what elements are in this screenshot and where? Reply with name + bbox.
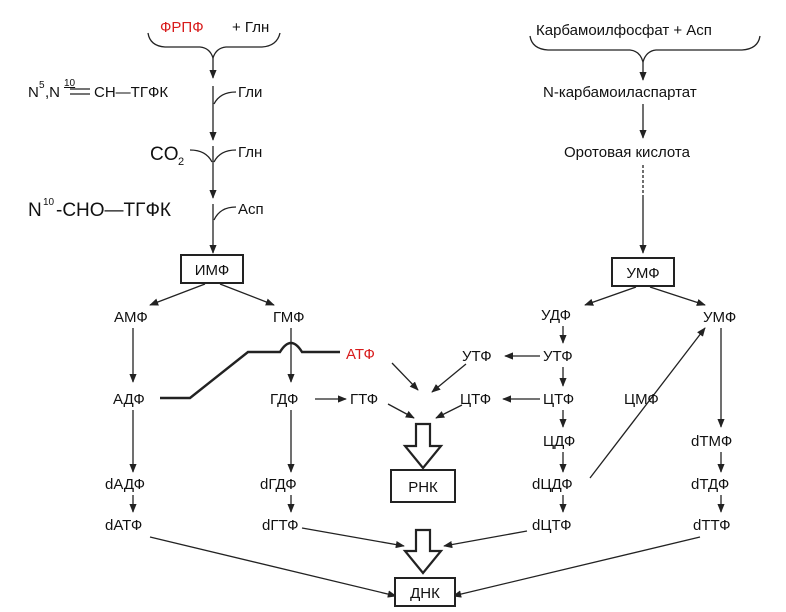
gtf-to-rnk-arrow (387, 403, 415, 419)
umf-box (611, 257, 675, 287)
cho-tgfk-label: -CHO—ТГФК (56, 200, 171, 221)
orotic-acid-label: Оротовая кислота (564, 144, 691, 161)
dnk-label: ДНК (410, 585, 440, 602)
dttf-to-dnk-arrow (452, 536, 701, 598)
udf-label: УДФ (541, 307, 571, 324)
carbamoyl-brace (529, 35, 761, 65)
gln2-merge (213, 149, 237, 163)
ctf-label: ЦТФ (543, 391, 574, 408)
frpf-label: ФРПФ (160, 19, 204, 36)
utf-left-to-rnk-arrow (431, 363, 467, 393)
asp-label: Асп (238, 201, 264, 218)
atf-label: АТФ (346, 346, 375, 363)
rnk-big-arrow (402, 422, 444, 470)
ctf-left-label: ЦТФ (460, 391, 491, 408)
imf-to-gmf-arrow (219, 283, 275, 306)
dgtf-label: dГТФ (262, 517, 299, 534)
cmf-label: ЦМФ (624, 391, 659, 408)
atf-to-rnk-arrow (391, 362, 419, 391)
dcdf-to-umf-right-arrow (589, 327, 706, 479)
imf-box (180, 254, 244, 284)
ch-tgfk-label: CH—ТГФК (94, 84, 168, 101)
co2-label: CO (150, 144, 179, 165)
dnk-box (394, 577, 456, 607)
co2-merge (189, 149, 213, 163)
rnk-box (390, 469, 456, 503)
dttf-label: dТТФ (693, 517, 731, 534)
plus-gln-label: + Глн (232, 19, 269, 36)
gly-merge (213, 91, 237, 105)
frpf-brace (147, 32, 281, 61)
asp-merge (213, 206, 237, 221)
dtdf-label: dТДФ (691, 476, 729, 493)
ncarbamoyl-aspartate-label: N-карбамоиласпартат (543, 84, 697, 101)
co2-subscript: 2 (178, 156, 184, 168)
gtf-label: ГТФ (350, 391, 378, 408)
imf-label: ИМФ (195, 262, 230, 279)
dctf-to-dnk-arrow (443, 530, 528, 549)
dnk-big-arrow (402, 528, 444, 575)
n10-letter: N (28, 200, 42, 221)
n5n10-methenyl-thf: N 5 ,N 10 CH—ТГФК (28, 78, 168, 101)
adf-label: АДФ (113, 391, 145, 408)
carbamoyl-phosphate-label: Карбамоилфосфат + Асп (536, 22, 712, 39)
utf-left-label: УТФ (462, 348, 492, 365)
umf-to-udf-arrow (584, 286, 637, 306)
amf-label: АМФ (114, 309, 148, 326)
dtmf-label: dТМФ (691, 433, 732, 450)
comma-n: ,N (45, 84, 60, 101)
umf-right-label: УМФ (703, 309, 736, 326)
umf-to-umf-right-arrow (649, 286, 706, 306)
cdf-label: ЦДФ (543, 433, 575, 450)
rnk-label: РНК (408, 479, 438, 496)
umf-box-label: УМФ (626, 265, 659, 282)
dcdf-label: dЦДФ (532, 476, 573, 493)
datf-to-dnk-arrow (149, 536, 397, 598)
ctf-left-to-rnk-arrow (435, 404, 463, 419)
n5-letter: N (28, 84, 39, 101)
dgdf-label: dГДФ (260, 476, 297, 493)
dadf-label: dАДФ (105, 476, 145, 493)
dctf-label: dЦТФ (532, 517, 572, 534)
datf-label: dАТФ (105, 517, 142, 534)
n10-sup: 10 (43, 197, 55, 208)
sup-10: 10 (64, 78, 76, 89)
adf-to-atf-thick-line (160, 341, 340, 400)
gly-label: Гли (238, 84, 262, 101)
dgtf-to-dnk-arrow (301, 527, 405, 549)
gdf-label: ГДФ (270, 391, 298, 408)
sup-5: 5 (39, 80, 45, 91)
gmf-label: ГМФ (273, 309, 305, 326)
gln2-label: Глн (238, 144, 262, 161)
imf-to-amf-arrow (149, 283, 206, 306)
utf-label: УТФ (543, 348, 573, 365)
